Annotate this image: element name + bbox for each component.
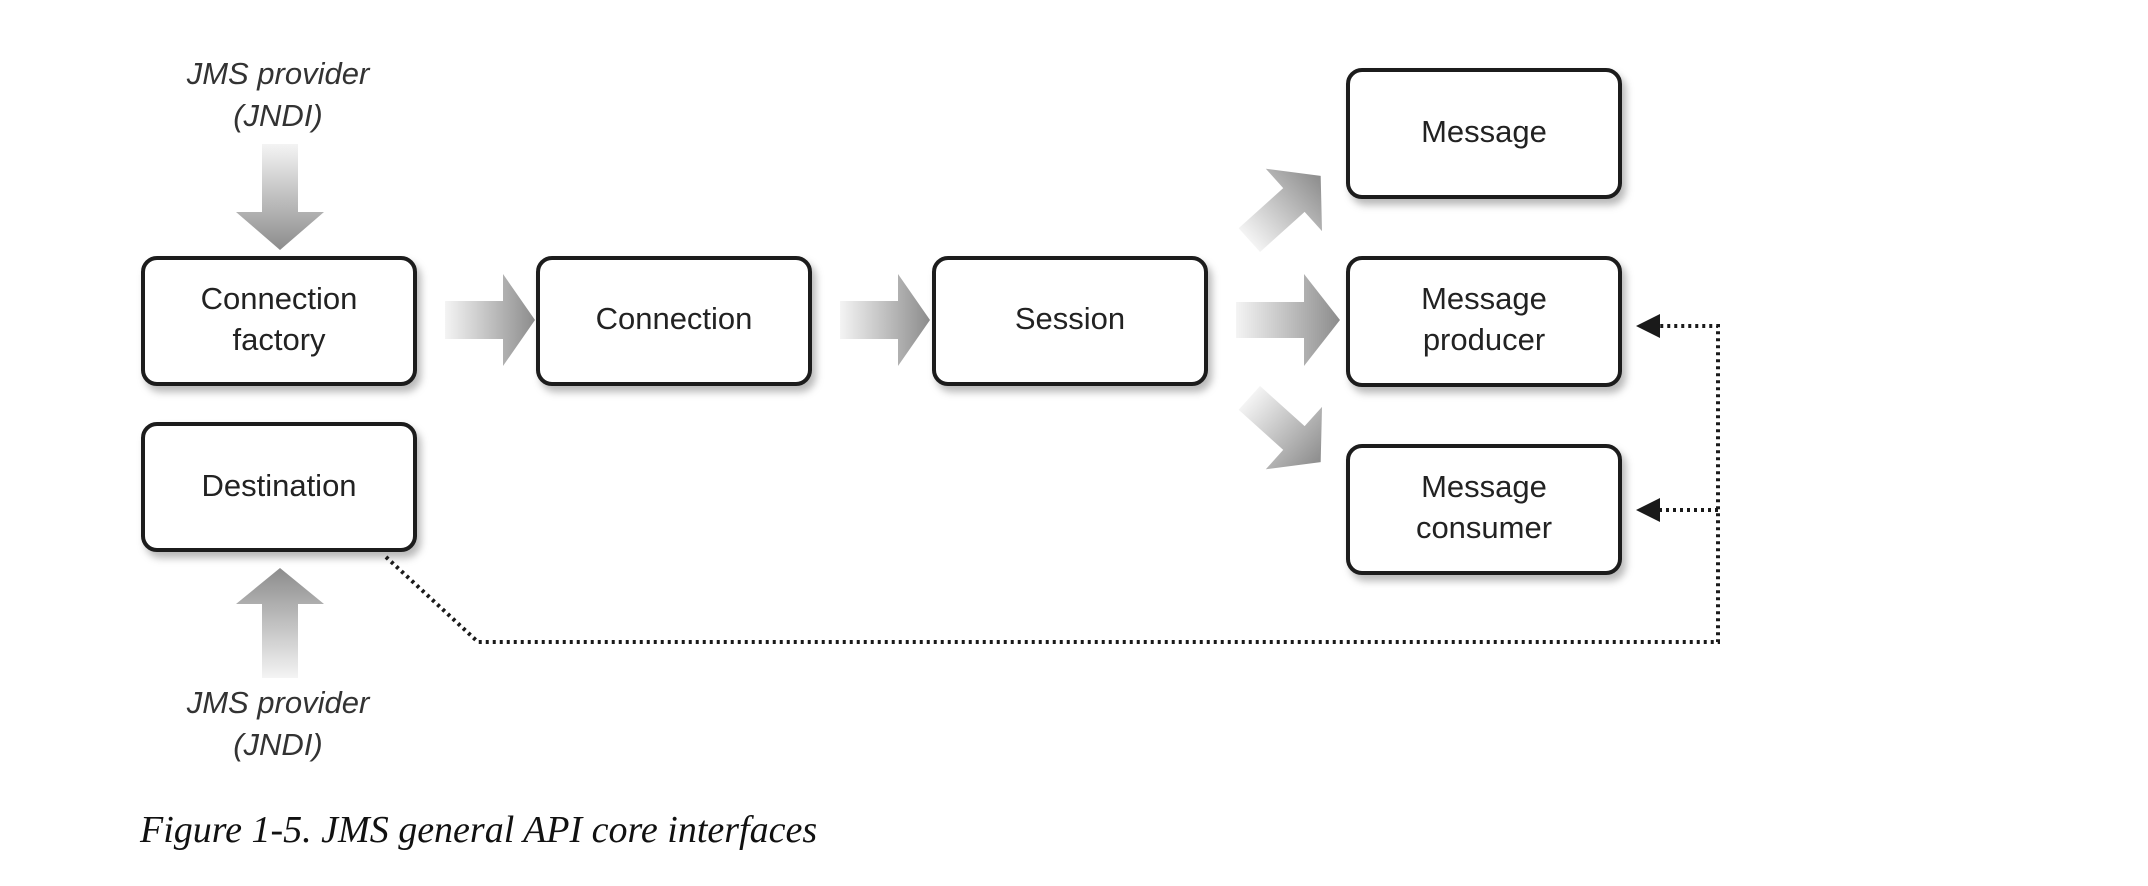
- message-box: Message: [1346, 68, 1622, 199]
- provider-to-factory-arrow: [236, 144, 324, 250]
- connection-factory-line2: factory: [232, 322, 326, 357]
- session-to-consumer-arrow: [1238, 385, 1323, 470]
- session-to-message-arrow: [1238, 168, 1323, 253]
- figure-caption: Figure 1-5. JMS general API core interfa…: [140, 809, 818, 851]
- connection-factory-box: Connection factory: [141, 256, 417, 386]
- message-producer-line1: Message: [1421, 281, 1547, 316]
- message-consumer-box: Message consumer: [1346, 444, 1622, 575]
- factory-to-connection-arrow: [445, 274, 535, 366]
- message-producer-line2: producer: [1423, 322, 1545, 357]
- destination-dotted-connector: [384, 324, 1720, 644]
- session-to-producer-arrow: [1236, 274, 1340, 366]
- top-jms-provider-label: JMS provider (JNDI): [186, 56, 371, 133]
- message-label: Message: [1421, 114, 1547, 149]
- bottom-provider-line1: JMS provider: [186, 685, 371, 720]
- producer-dotted-arrowhead: [1636, 314, 1660, 338]
- connection-factory-line1: Connection: [201, 281, 358, 316]
- top-provider-line1: JMS provider: [186, 56, 371, 91]
- message-consumer-line1: Message: [1421, 469, 1547, 504]
- connection-label: Connection: [596, 301, 753, 336]
- message-consumer-line2: consumer: [1416, 510, 1552, 545]
- message-producer-box: Message producer: [1346, 256, 1622, 387]
- bottom-jms-provider-label: JMS provider (JNDI): [186, 685, 371, 762]
- consumer-dotted-arrowhead: [1636, 498, 1660, 522]
- destination-label: Destination: [201, 468, 356, 503]
- connection-to-session-arrow: [840, 274, 930, 366]
- destination-box: Destination: [141, 422, 417, 552]
- provider-to-destination-arrow: [236, 568, 324, 678]
- session-box: Session: [932, 256, 1208, 386]
- connection-box: Connection: [536, 256, 812, 386]
- top-provider-line2: (JNDI): [233, 98, 323, 133]
- bottom-provider-line2: (JNDI): [233, 727, 323, 762]
- session-label: Session: [1015, 301, 1125, 336]
